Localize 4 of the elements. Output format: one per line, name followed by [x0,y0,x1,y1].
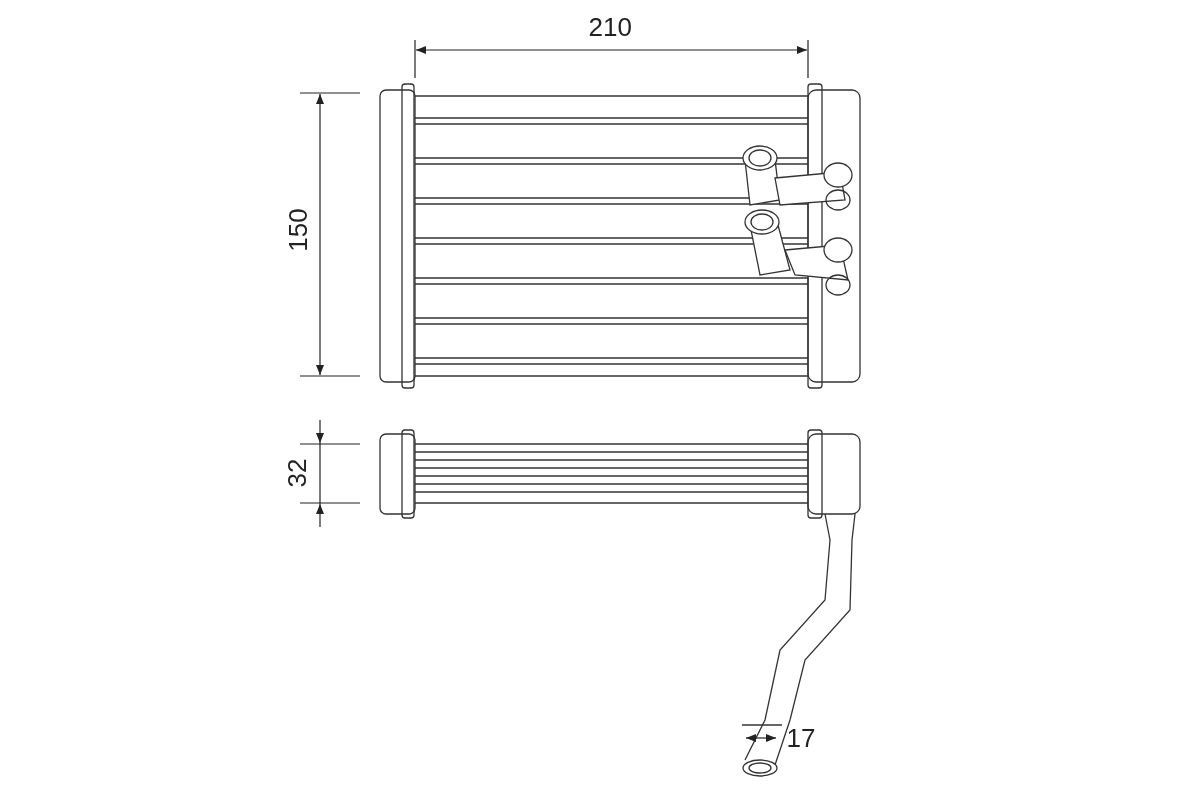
dimension-label: 32 [283,458,310,488]
dimension-label: 17 [786,725,816,751]
dimension-label: 150 [284,208,311,252]
dimension-label: 210 [588,14,632,40]
